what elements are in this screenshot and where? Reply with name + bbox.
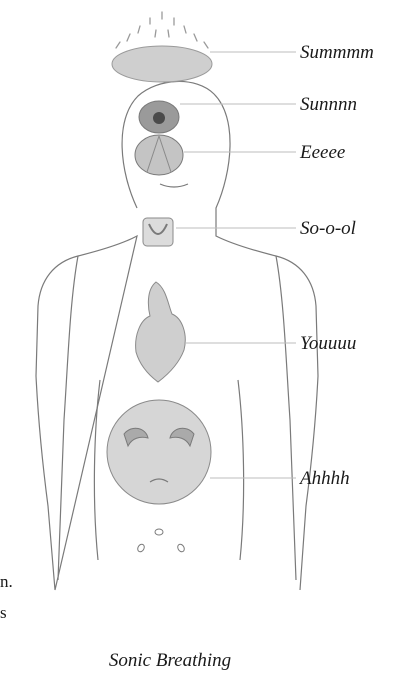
heart-organ xyxy=(136,282,186,382)
lower-dots xyxy=(136,529,185,553)
right-arm-line xyxy=(276,256,296,580)
label-heart: Youuuu xyxy=(300,334,356,353)
belly-organ xyxy=(107,400,211,504)
right-waist-line xyxy=(238,380,244,560)
label-throat-head: Eeeee xyxy=(300,143,345,162)
left-waist-line xyxy=(94,380,100,560)
chin-line xyxy=(160,184,188,187)
margin-fragment-1: n. xyxy=(0,573,13,590)
label-belly: Ahhhh xyxy=(300,469,350,488)
label-crown: Summmm xyxy=(300,43,374,62)
label-throat: So-o-ol xyxy=(300,219,356,238)
crown-rays xyxy=(116,12,208,48)
third-eye-pupil xyxy=(153,112,165,124)
head-organ xyxy=(135,135,183,175)
margin-fragment-2: s xyxy=(0,604,7,621)
throat-organ xyxy=(143,218,173,246)
diagram-caption: Sonic Breathing xyxy=(0,651,340,670)
label-third-eye: Sunnnn xyxy=(300,95,357,114)
crown-glow xyxy=(112,46,212,82)
